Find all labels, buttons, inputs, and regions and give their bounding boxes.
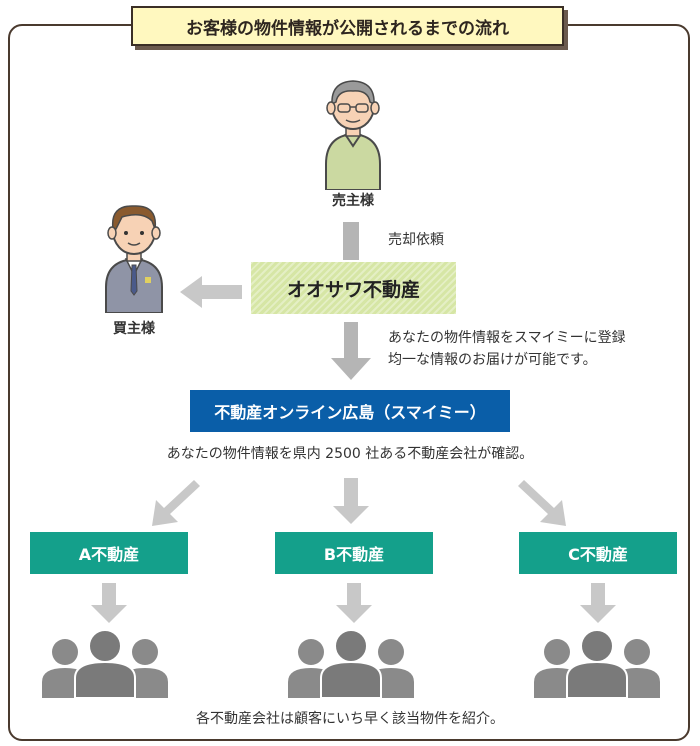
down-arrow-icon <box>580 583 616 623</box>
down-arrow-icon <box>331 322 371 380</box>
confirm-note: あなたの物件情報を県内 2500 社ある不動産会社が確認。 <box>166 446 534 462</box>
company-a-box: A不動産 <box>30 532 188 574</box>
company-c-box: C不動産 <box>519 532 677 574</box>
register-note-line1: あなたの物件情報をスマイミーに登録 <box>388 330 626 346</box>
seller-label: 売主様 <box>332 193 374 209</box>
portal-box: 不動産オンライン広島（スマイミー） <box>190 390 510 432</box>
down-arrow-icon <box>336 583 372 623</box>
buyer-person-icon <box>105 205 163 313</box>
customers-group-icon <box>534 629 660 698</box>
buyer-label: 買主様 <box>113 321 155 337</box>
diagram-title: お客様の物件情報が公開されるまでの流れ <box>131 6 564 46</box>
diagonal-arrow-right-icon <box>518 476 566 526</box>
down-arrow-icon <box>333 478 369 524</box>
diagonal-arrow-left-icon <box>152 476 200 526</box>
sale-request-label: 売却依頼 <box>388 232 444 248</box>
customers-group-icon <box>288 629 414 698</box>
left-arrow-icon <box>180 276 242 308</box>
customers-group-icon <box>42 629 168 698</box>
footer-note: 各不動産会社は顧客にいち早く該当物件を紹介。 <box>196 711 504 727</box>
register-note: あなたの物件情報をスマイミーに登録 均一な情報のお届けが可能です。 <box>388 327 626 371</box>
down-arrow-icon <box>343 222 359 260</box>
company-b-box: B不動産 <box>275 532 433 574</box>
agency-box: オオサワ不動産 <box>251 262 456 314</box>
register-note-line2: 均一な情報のお届けが可能です。 <box>388 352 597 368</box>
seller-person-icon <box>325 80 381 190</box>
down-arrow-icon <box>91 583 127 623</box>
